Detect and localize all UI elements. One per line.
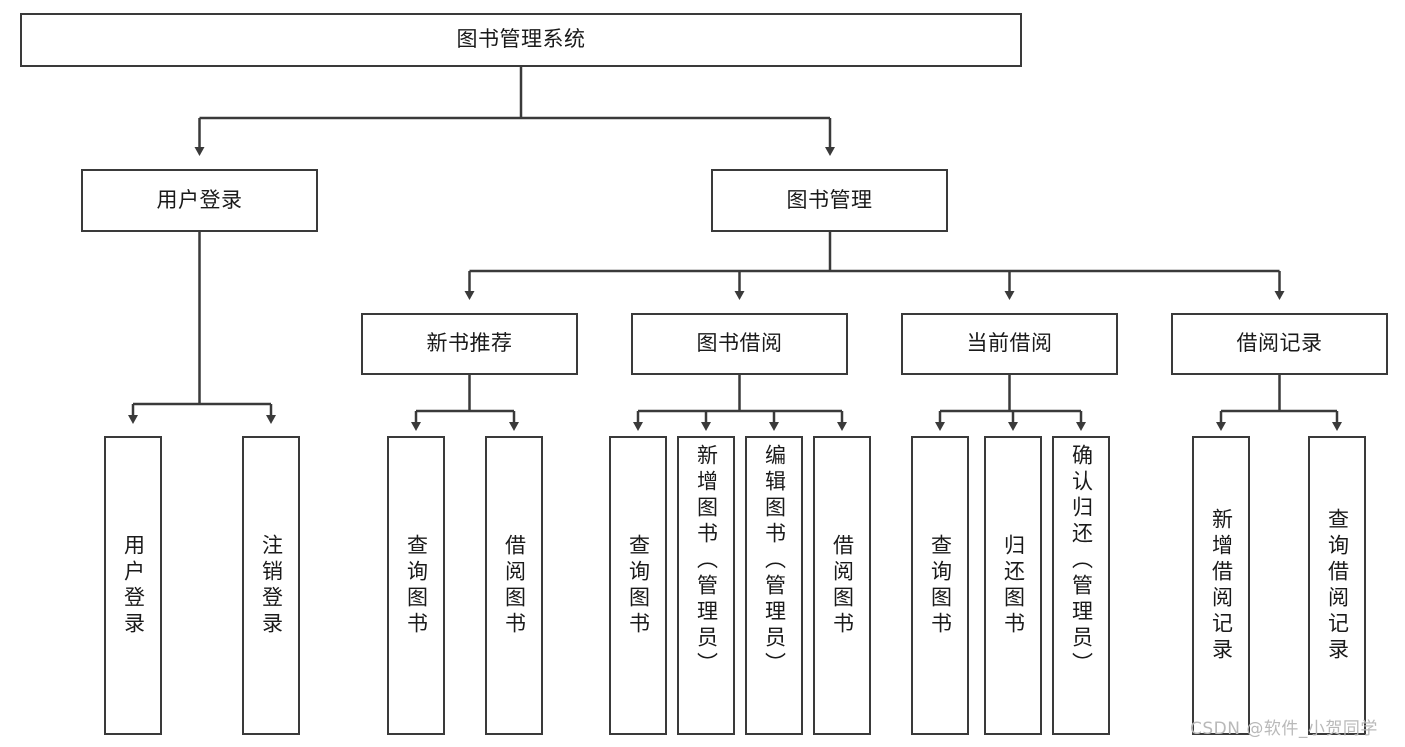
node-leaf-query-book-borrow-label: 查询图书 <box>626 533 651 638</box>
node-leaf-borrow-book[interactable]: 借阅图书 <box>813 436 871 735</box>
node-leaf-query-borrow-record-label: 查询借阅记录 <box>1325 507 1350 664</box>
node-leaf-edit-book-admin[interactable]: 编辑图书（管理员） <box>745 436 803 735</box>
node-leaf-confirm-return-admin[interactable]: 确认归还（管理员） <box>1052 436 1110 735</box>
node-leaf-edit-book-admin-label: 编辑图书（管理员） <box>762 444 787 678</box>
node-leaf-return-book-label: 归还图书 <box>1001 533 1026 638</box>
node-leaf-query-book-rec-label: 查询图书 <box>404 533 429 638</box>
node-leaf-add-book-admin[interactable]: 新增图书（管理员） <box>677 436 735 735</box>
node-leaf-logout-login[interactable]: 注销登录 <box>242 436 300 735</box>
node-leaf-query-book-rec[interactable]: 查询图书 <box>387 436 445 735</box>
node-book-manage[interactable]: 图书管理 <box>711 169 948 232</box>
csdn-watermark: CSDN @软件_小贺同学 <box>1190 719 1378 739</box>
node-current-borrow[interactable]: 当前借阅 <box>901 313 1118 375</box>
node-book-manage-label: 图书管理 <box>786 187 873 212</box>
node-new-book-recommend-label: 新书推荐 <box>426 331 513 356</box>
node-leaf-borrow-book-label: 借阅图书 <box>830 533 855 638</box>
node-current-borrow-label: 当前借阅 <box>966 331 1053 356</box>
node-leaf-query-book-cur-label: 查询图书 <box>928 533 953 638</box>
node-leaf-return-book[interactable]: 归还图书 <box>984 436 1042 735</box>
node-root-label: 图书管理系统 <box>456 27 586 52</box>
node-new-book-recommend[interactable]: 新书推荐 <box>361 313 578 375</box>
node-book-borrow-label: 图书借阅 <box>696 331 783 356</box>
node-leaf-logout-login-label: 注销登录 <box>259 533 284 638</box>
node-leaf-query-borrow-record[interactable]: 查询借阅记录 <box>1308 436 1366 735</box>
node-root[interactable]: 图书管理系统 <box>20 13 1022 67</box>
node-leaf-add-borrow-record-label: 新增借阅记录 <box>1209 507 1234 664</box>
node-user-login-label: 用户登录 <box>156 187 243 212</box>
node-leaf-add-book-admin-label: 新增图书（管理员） <box>694 444 719 678</box>
node-borrow-record[interactable]: 借阅记录 <box>1171 313 1388 375</box>
node-leaf-confirm-return-admin-label: 确认归还（管理员） <box>1069 444 1094 678</box>
node-leaf-user-login[interactable]: 用户登录 <box>104 436 162 735</box>
node-user-login[interactable]: 用户登录 <box>81 169 318 232</box>
node-leaf-add-borrow-record[interactable]: 新增借阅记录 <box>1192 436 1250 735</box>
node-leaf-query-book-borrow[interactable]: 查询图书 <box>609 436 667 735</box>
node-leaf-query-book-cur[interactable]: 查询图书 <box>911 436 969 735</box>
node-leaf-borrow-book-rec[interactable]: 借阅图书 <box>485 436 543 735</box>
node-book-borrow[interactable]: 图书借阅 <box>631 313 848 375</box>
node-leaf-user-login-label: 用户登录 <box>121 533 146 638</box>
node-borrow-record-label: 借阅记录 <box>1236 331 1323 356</box>
node-leaf-borrow-book-rec-label: 借阅图书 <box>502 533 527 638</box>
